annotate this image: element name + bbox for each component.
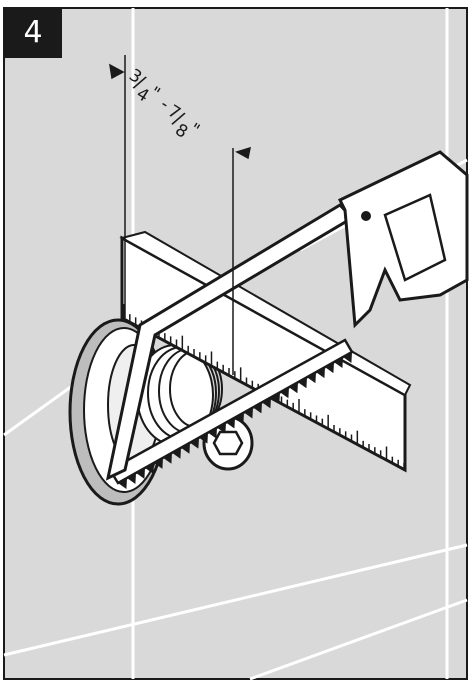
saw-tooth <box>235 412 244 424</box>
saw-tooth <box>181 442 190 454</box>
saw-tooth <box>298 377 307 389</box>
saw-tooth <box>307 372 316 384</box>
saw-tooth <box>172 447 181 459</box>
saw-tooth <box>145 462 154 474</box>
saw-tooth <box>217 422 226 434</box>
saw-tooth <box>325 362 334 374</box>
saw-tooth <box>136 467 145 479</box>
saw-tooth <box>190 437 199 449</box>
saw-tooth <box>199 432 208 444</box>
saw-tooth <box>271 392 280 404</box>
saw-tooth <box>127 472 136 484</box>
saw-tooth <box>289 382 298 394</box>
saw-tooth <box>154 457 163 469</box>
saw-tooth <box>208 427 217 439</box>
saw-tooth <box>244 407 253 419</box>
step-number-badge: 4 <box>4 8 62 58</box>
saw-tooth <box>253 402 262 414</box>
saw-tooth <box>118 477 127 489</box>
saw-tooth <box>226 417 235 429</box>
saw-tooth <box>280 387 289 399</box>
hacksaw <box>105 150 469 489</box>
dimension-indicator <box>109 55 251 375</box>
saw-tooth <box>334 357 343 369</box>
saw-tooth <box>343 352 352 364</box>
saw-tooth <box>163 452 172 464</box>
saw-tooth <box>316 367 325 379</box>
saw-tooth <box>262 397 271 409</box>
